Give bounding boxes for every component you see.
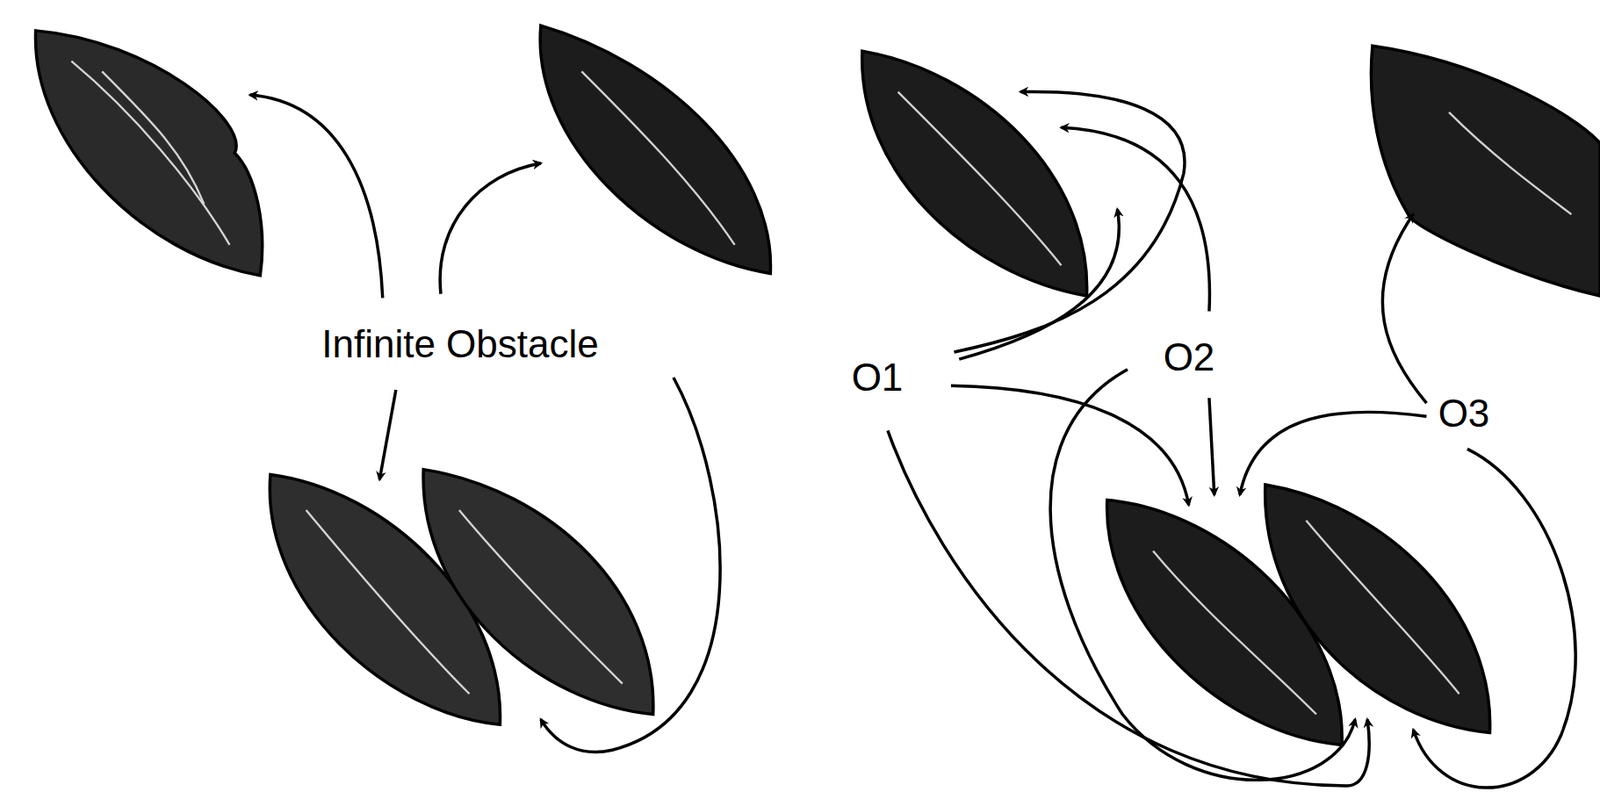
- obstacle-name: O1: [848, 356, 908, 399]
- obstacle-label: Infinite Obstacle: [317, 323, 603, 366]
- obstacle-name: O3: [1434, 392, 1494, 435]
- obstacle-name: O2: [1160, 336, 1219, 379]
